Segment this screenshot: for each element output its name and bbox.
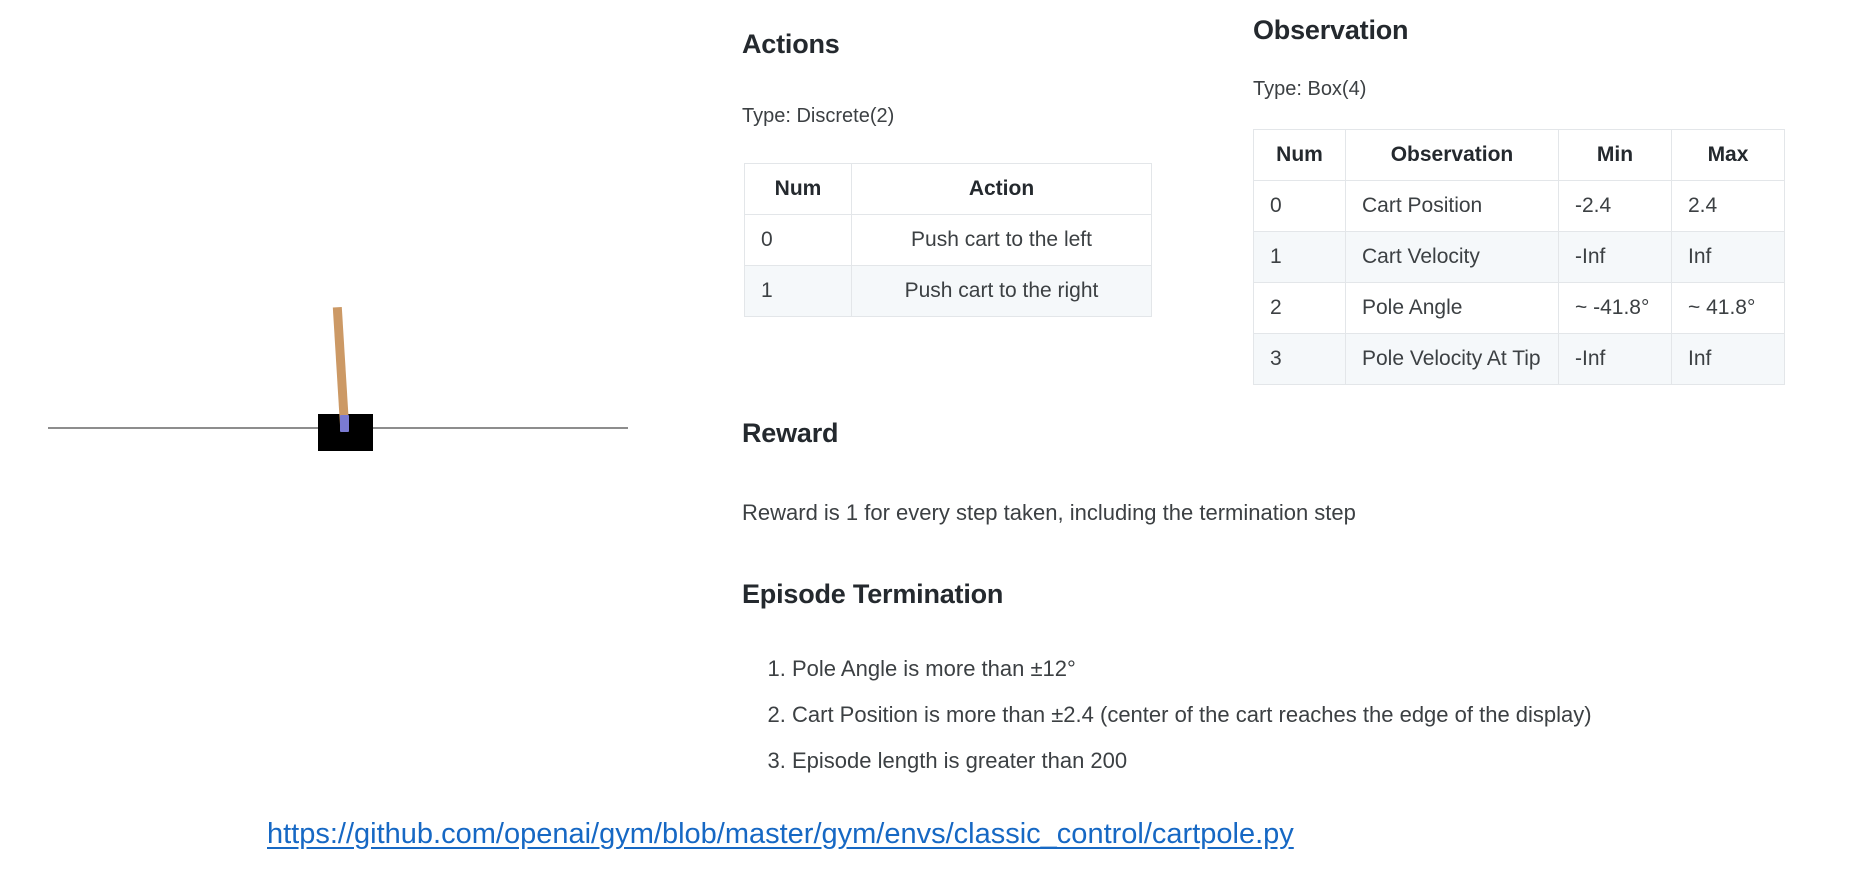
table-row: 1 Push cart to the right — [744, 265, 1152, 317]
table-row: 2 Pole Angle ~ -41.8° ~ 41.8° — [1253, 282, 1785, 334]
reward-body-text: Reward is 1 for every step taken, includ… — [742, 500, 1356, 525]
cell-action: Push cart to the right — [851, 265, 1152, 317]
column-header-observation: Observation — [1345, 129, 1559, 181]
observation-type-line: Type: Box(4) — [1253, 78, 1367, 100]
cell-min: -2.4 — [1558, 180, 1672, 232]
observation-table: Num Observation Min Max 0 Cart Position … — [1253, 129, 1785, 385]
table-row: 0 Cart Position -2.4 2.4 — [1253, 180, 1785, 232]
list-item: Episode length is greater than 200 — [792, 738, 1592, 784]
cell-observation: Cart Position — [1345, 180, 1559, 232]
cell-num: 1 — [1253, 231, 1346, 283]
cell-observation: Cart Velocity — [1345, 231, 1559, 283]
episode-termination-heading: Episode Termination — [742, 579, 1004, 609]
cell-max: 2.4 — [1671, 180, 1785, 232]
pole — [332, 306, 349, 426]
cell-observation: Pole Velocity At Tip — [1345, 333, 1559, 385]
column-header-action: Action — [851, 163, 1152, 215]
cell-num: 0 — [1253, 180, 1346, 232]
observation-heading: Observation — [1253, 15, 1409, 45]
axle-marker — [340, 415, 349, 432]
column-header-max: Max — [1671, 129, 1785, 181]
cell-max: Inf — [1671, 333, 1785, 385]
cell-min: -Inf — [1558, 333, 1672, 385]
actions-type-line: Type: Discrete(2) — [742, 105, 895, 127]
table-header-row: Num Observation Min Max — [1253, 129, 1785, 181]
cartpole-environment-render — [0, 0, 735, 800]
column-header-min: Min — [1558, 129, 1672, 181]
actions-heading: Actions — [742, 29, 840, 59]
table-row: 3 Pole Velocity At Tip -Inf Inf — [1253, 333, 1785, 385]
actions-table: Num Action 0 Push cart to the left 1 Pus… — [744, 163, 1152, 317]
source-url-link[interactable]: https://github.com/openai/gym/blob/maste… — [267, 818, 1294, 850]
episode-termination-list: Pole Angle is more than ±12° Cart Positi… — [762, 646, 1592, 784]
cell-num: 0 — [744, 214, 852, 266]
table-row: 1 Cart Velocity -Inf Inf — [1253, 231, 1785, 283]
list-item: Cart Position is more than ±2.4 (center … — [792, 692, 1592, 738]
cell-min: -Inf — [1558, 231, 1672, 283]
cell-observation: Pole Angle — [1345, 282, 1559, 334]
cell-num: 2 — [1253, 282, 1346, 334]
table-header-row: Num Action — [744, 163, 1152, 215]
cell-num: 1 — [744, 265, 852, 317]
table-row: 0 Push cart to the left — [744, 214, 1152, 266]
list-item: Pole Angle is more than ±12° — [792, 646, 1592, 692]
cell-min: ~ -41.8° — [1558, 282, 1672, 334]
column-header-num: Num — [744, 163, 852, 215]
cell-max: ~ 41.8° — [1671, 282, 1785, 334]
cell-max: Inf — [1671, 231, 1785, 283]
cell-num: 3 — [1253, 333, 1346, 385]
reward-heading: Reward — [742, 418, 839, 448]
cell-action: Push cart to the left — [851, 214, 1152, 266]
column-header-num: Num — [1253, 129, 1346, 181]
